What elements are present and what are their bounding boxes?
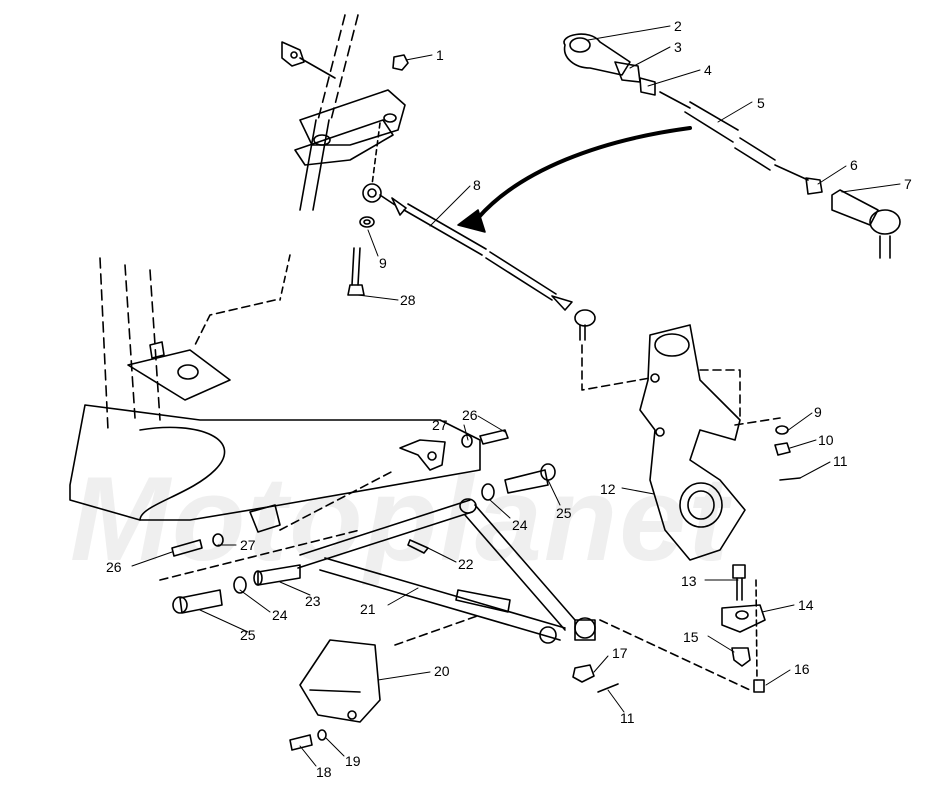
callout-10: 10 — [818, 432, 834, 448]
nut-cotter-group — [572, 664, 619, 693]
callout-20: 20 — [434, 663, 450, 679]
watermark-text: Motoplanet — [70, 452, 733, 586]
callout-25a: 25 — [556, 505, 572, 521]
callout-11a: 11 — [833, 453, 848, 469]
callout-8: 8 — [473, 177, 481, 193]
callout-17: 17 — [612, 645, 628, 661]
ball-joint-group — [599, 564, 766, 693]
callout-27b: 27 — [240, 537, 256, 553]
washer-bolt-group — [347, 216, 375, 296]
column-bolt — [281, 41, 336, 79]
callout-4: 4 — [704, 62, 712, 78]
callout-7: 7 — [904, 176, 912, 192]
callout-25b: 25 — [240, 627, 256, 643]
callout-16: 16 — [794, 661, 810, 677]
exploded-tie-rod — [563, 33, 901, 259]
callout-27a: 27 — [432, 417, 448, 433]
nut-part-1 — [392, 54, 409, 71]
bushings — [171, 429, 556, 614]
callout-24b: 24 — [272, 607, 288, 623]
guard-plate — [289, 639, 381, 751]
callout-26a: 26 — [462, 407, 478, 423]
frame — [69, 257, 481, 533]
callout-12: 12 — [600, 481, 616, 497]
callout-11b: 11 — [620, 710, 635, 726]
callout-15: 15 — [683, 629, 699, 645]
callout-6: 6 — [850, 157, 858, 173]
dashed-leaders — [159, 469, 481, 646]
callout-13: 13 — [681, 573, 697, 589]
tie-rod-assembly — [362, 183, 651, 391]
callout-9a: 9 — [379, 255, 387, 271]
callout-28: 28 — [400, 292, 416, 308]
callout-24a: 24 — [512, 517, 528, 533]
upper-bracket — [399, 439, 446, 471]
curved-arrow — [457, 126, 692, 233]
callout-19: 19 — [345, 753, 361, 769]
callout-5: 5 — [757, 95, 765, 111]
callout-23: 23 — [305, 593, 321, 609]
steering-knuckle — [639, 324, 781, 561]
callout-1: 1 — [436, 47, 444, 63]
callout-2: 2 — [674, 18, 682, 34]
callout-leaders — [131, 25, 901, 767]
callout-26b: 26 — [106, 559, 122, 575]
callout-21: 21 — [360, 601, 376, 617]
callout-labels: 1 2 3 4 5 6 7 8 9 28 9 10 11 12 27 26 24… — [106, 18, 912, 780]
callout-3: 3 — [674, 39, 682, 55]
callout-18: 18 — [316, 764, 332, 780]
callout-9b: 9 — [814, 404, 822, 420]
knuckle-fasteners — [774, 425, 801, 481]
callout-14: 14 — [798, 597, 814, 613]
callout-22: 22 — [458, 556, 474, 572]
steering-arm — [294, 89, 406, 186]
a-arm — [297, 498, 596, 644]
